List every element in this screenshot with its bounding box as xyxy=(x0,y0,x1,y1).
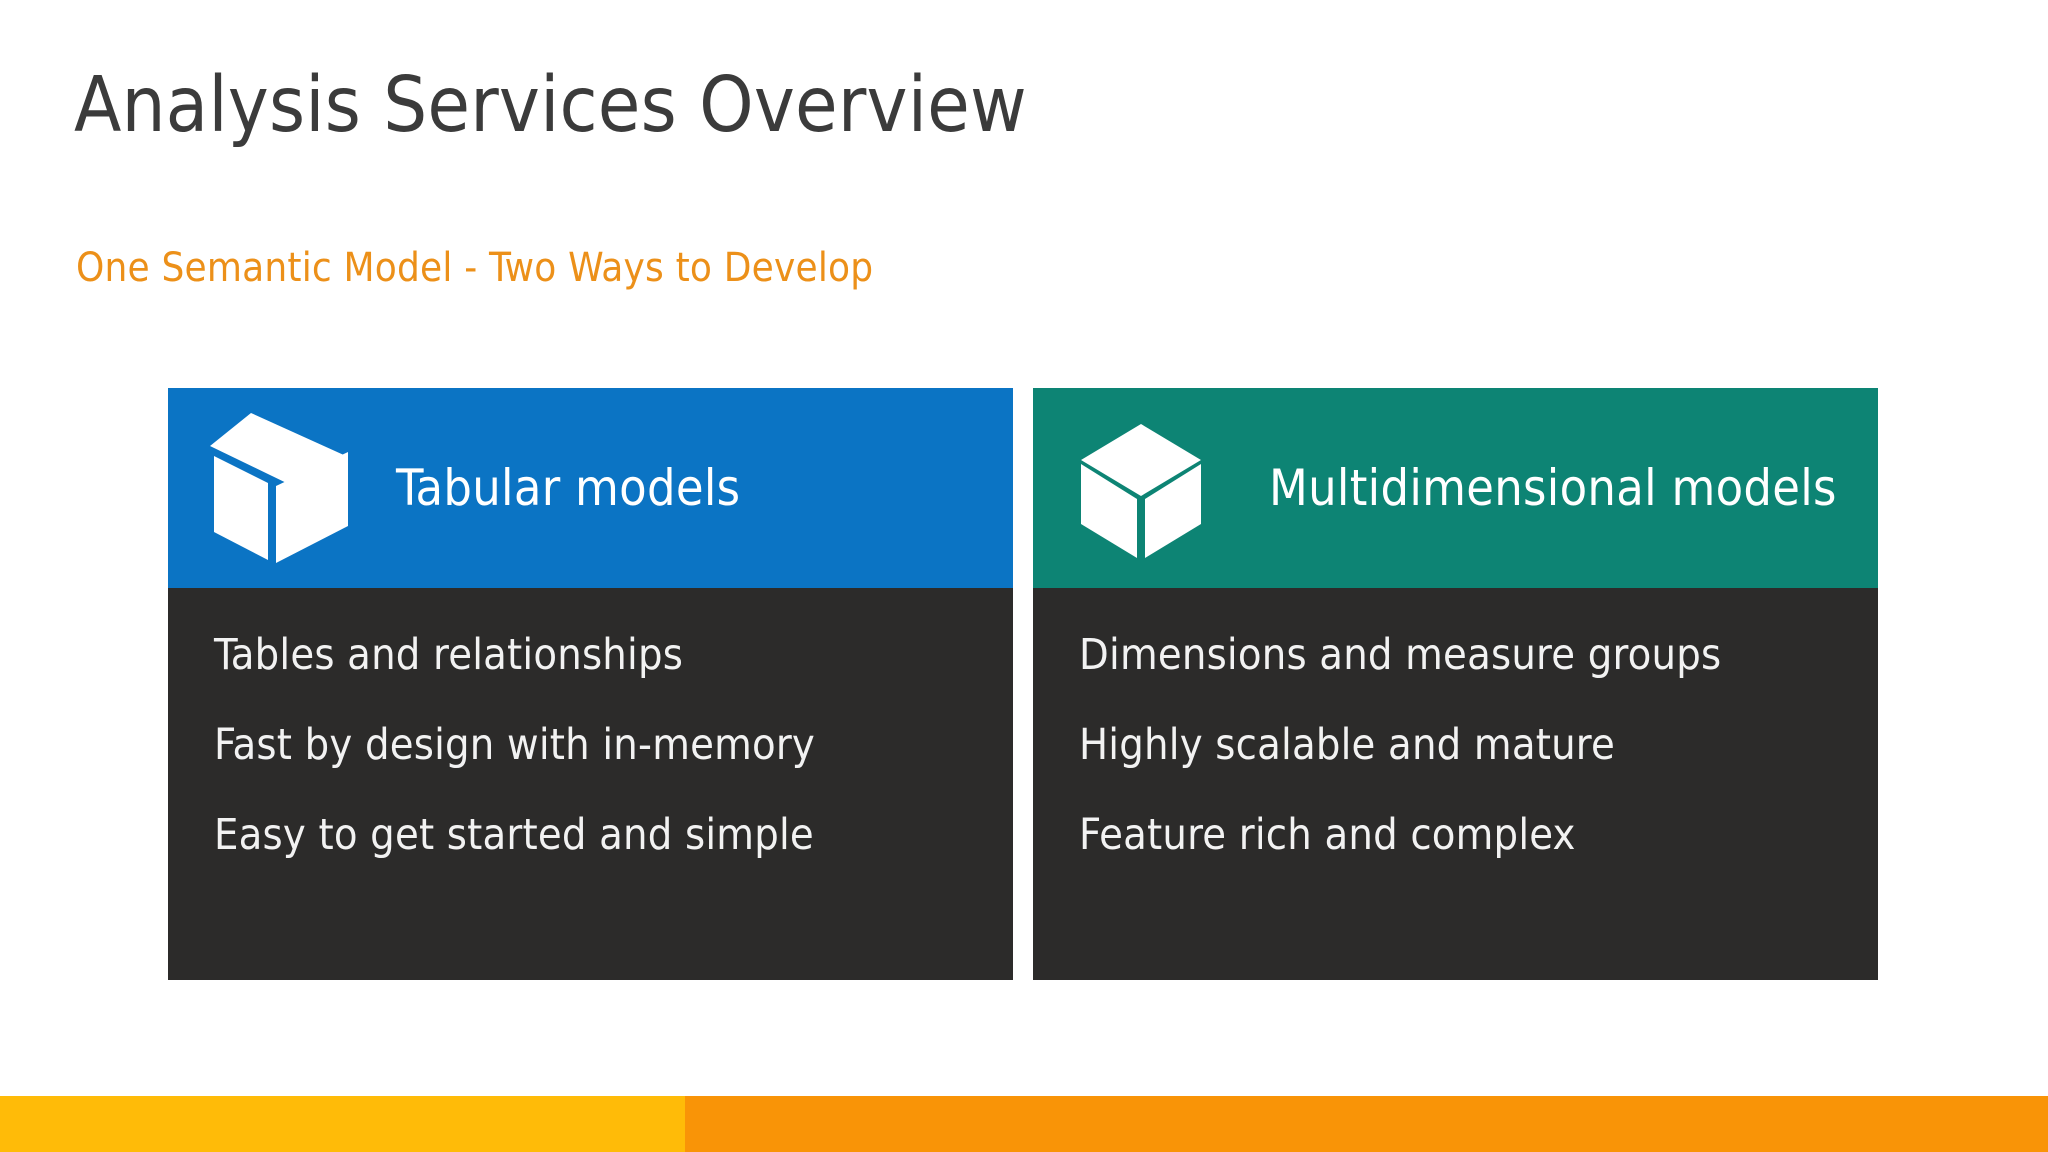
bottom-accent-bar xyxy=(0,1096,2048,1152)
accent-bar-amber xyxy=(0,1096,685,1152)
card-multidimensional-models[interactable]: Multidimensional models Dimensions and m… xyxy=(1033,388,1878,980)
list-item: Tables and relationships xyxy=(214,630,684,680)
page-title: Analysis Services Overview xyxy=(74,61,1027,150)
list-item: Dimensions and measure groups xyxy=(1079,630,1722,680)
list-item: Fast by design with in-memory xyxy=(214,720,816,770)
card-header-tabular: Tabular models xyxy=(168,388,1013,588)
accent-bar-orange xyxy=(685,1096,2048,1152)
card-body-multidimensional: Dimensions and measure groups Highly sca… xyxy=(1033,588,1878,980)
open-box-icon xyxy=(210,413,348,563)
list-item: Easy to get started and simple xyxy=(214,810,814,860)
card-body-tabular: Tables and relationships Fast by design … xyxy=(168,588,1013,980)
list-item: Highly scalable and mature xyxy=(1079,720,1615,770)
card-tabular-models[interactable]: Tabular models Tables and relationships … xyxy=(168,388,1013,980)
cube-icon xyxy=(1081,424,1201,558)
list-item: Feature rich and complex xyxy=(1079,810,1576,860)
card-title-tabular: Tabular models xyxy=(396,459,741,517)
card-title-multidimensional: Multidimensional models xyxy=(1269,459,1837,517)
page-subtitle: One Semantic Model - Two Ways to Develop xyxy=(76,245,874,291)
model-cards-container: Tabular models Tables and relationships … xyxy=(168,388,1878,980)
card-header-multidimensional: Multidimensional models xyxy=(1033,388,1878,588)
